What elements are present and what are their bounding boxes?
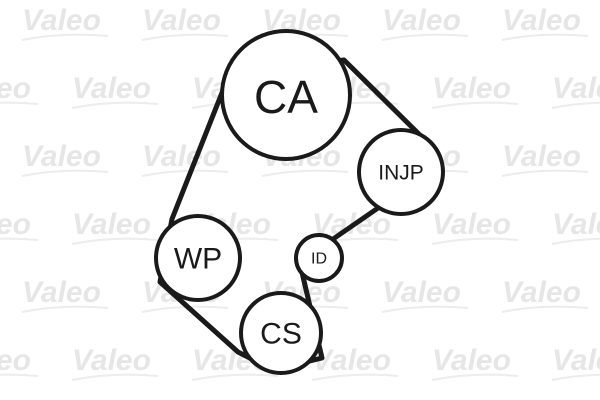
- valeo-watermark-text: Valeo: [22, 4, 101, 37]
- camshaft-pulley-circle: [220, 29, 352, 161]
- crankshaft-pulley: CS: [239, 291, 323, 375]
- valeo-watermark-text: Valeo: [312, 344, 391, 377]
- valeo-watermark-swoosh: [0, 237, 39, 241]
- valeo-watermark-swoosh: [71, 373, 159, 381]
- valeo-watermark-swoosh: [501, 33, 589, 41]
- valeo-watermark-swoosh: [21, 169, 109, 177]
- valeo-watermark-swoosh: [311, 373, 399, 381]
- valeo-watermark-swoosh: [431, 373, 519, 381]
- valeo-watermark-swoosh: [0, 373, 39, 377]
- valeo-watermark-swoosh: [71, 101, 159, 109]
- valeo-watermark-text: Valeo: [502, 140, 581, 173]
- water-pump-pulley-circle: [154, 214, 242, 302]
- crankshaft-pulley-label: CS: [260, 318, 302, 351]
- valeo-watermark-text: Valeo: [552, 208, 600, 241]
- idler-pulley-label: ID: [311, 251, 327, 268]
- valeo-watermark-swoosh: [71, 237, 159, 245]
- valeo-watermark-swoosh: [551, 101, 600, 109]
- valeo-watermark-swoosh: [431, 237, 519, 245]
- valeo-watermark-swoosh: [141, 33, 229, 41]
- valeo-watermark-text: Valeo: [142, 140, 221, 173]
- injection-pump-pulley-label: INJP: [378, 162, 424, 185]
- valeo-watermark-text: Valeo: [382, 276, 461, 309]
- crankshaft-pulley-circle: [239, 291, 323, 375]
- valeo-watermark-swoosh: [551, 373, 600, 381]
- valeo-watermark-pattern: ValeoValeoValeoValeoValeoValeoValeoValeo…: [0, 4, 600, 381]
- valeo-watermark-swoosh: [431, 101, 519, 109]
- valeo-watermark-swoosh: [501, 169, 589, 177]
- idler-pulley-circle: [294, 233, 344, 283]
- water-pump-pulley-label: WP: [174, 243, 222, 276]
- valeo-watermark-swoosh: [141, 305, 229, 313]
- valeo-watermark-text: Valeo: [22, 276, 101, 309]
- water-pump-pulley: WP: [154, 214, 242, 302]
- valeo-watermark-text: Valeo: [72, 208, 151, 241]
- valeo-watermark-swoosh: [191, 373, 279, 381]
- valeo-watermark-swoosh: [21, 33, 109, 41]
- valeo-watermark-text: Valeo: [0, 72, 31, 105]
- valeo-watermark-swoosh: [0, 101, 39, 105]
- valeo-watermark-swoosh: [141, 169, 229, 177]
- valeo-watermark-text: Valeo: [382, 4, 461, 37]
- valeo-watermark-swoosh: [381, 305, 469, 313]
- valeo-watermark-text: Valeo: [552, 344, 600, 377]
- valeo-watermark-text: Valeo: [0, 344, 31, 377]
- idler-pulley: ID: [294, 233, 344, 283]
- valeo-watermark-text: Valeo: [432, 208, 511, 241]
- valeo-watermark-text: Valeo: [502, 276, 581, 309]
- valeo-watermark-text: Valeo: [142, 4, 221, 37]
- valeo-watermark-swoosh: [501, 305, 589, 313]
- valeo-watermark-text: Valeo: [432, 72, 511, 105]
- valeo-watermark-text: Valeo: [552, 72, 600, 105]
- valeo-watermark-swoosh: [551, 237, 600, 245]
- injection-pump-pulley-circle: [357, 128, 445, 216]
- injection-pump-pulley: INJP: [357, 128, 445, 216]
- valeo-watermark-text: Valeo: [502, 4, 581, 37]
- valeo-watermark-text: Valeo: [72, 344, 151, 377]
- valeo-watermark-text: Valeo: [432, 344, 511, 377]
- valeo-watermark-text: Valeo: [72, 72, 151, 105]
- valeo-watermark-swoosh: [381, 33, 469, 41]
- valeo-watermark-swoosh: [21, 305, 109, 313]
- valeo-watermark-swoosh: [261, 169, 349, 177]
- valeo-watermark-text: Valeo: [0, 208, 31, 241]
- camshaft-pulley-label: CA: [254, 71, 318, 123]
- valeo-watermark-text: Valeo: [22, 140, 101, 173]
- camshaft-pulley: CA: [220, 29, 352, 161]
